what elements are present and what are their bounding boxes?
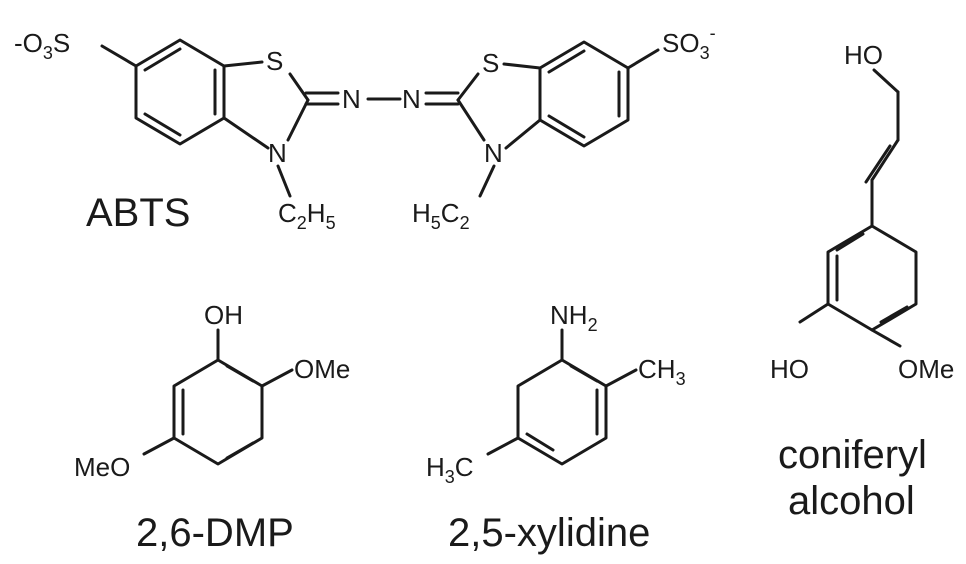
- abts-right-benzene-ring: [538, 40, 630, 148]
- coniferyl-hydroxyl-top-label: HO: [844, 40, 883, 70]
- abts-left-thiazole-ring: [222, 60, 340, 150]
- abts-right-ethyl-bond: [478, 164, 496, 198]
- xylidine-methyl-left-label: H3C: [426, 452, 474, 487]
- xylidine-amine-label: NH2: [550, 300, 598, 335]
- coniferyl-methoxy-bond: [870, 328, 902, 348]
- abts-right-sulfonate-label: SO3-: [662, 23, 716, 63]
- xylidine-methyl-left-bond: [486, 436, 520, 456]
- abts-right-ethyl-label: H5C2: [412, 198, 470, 233]
- abts-name-label: ABTS: [86, 191, 190, 235]
- abts-structure: -O3S S N N N S N SO3- C2H5 H5C2 ABTS: [14, 23, 716, 235]
- dmp-benzene-ring: [172, 358, 264, 466]
- abts-left-sulfonate-label: -O3S: [14, 28, 70, 63]
- abts-left-sulfur-label: S: [266, 46, 283, 76]
- abts-left-ethyl-bond: [276, 164, 292, 198]
- coniferyl-name-line2: alcohol: [788, 479, 915, 523]
- dmp-methoxy-left-bond: [142, 436, 176, 456]
- coniferyl-hydroxyl-ring-label: HO: [770, 354, 809, 384]
- coniferyl-ring-hydroxyl-bond: [798, 302, 830, 324]
- coniferyl-benzene-ring: [826, 224, 918, 332]
- abts-left-benzene-ring: [134, 38, 226, 146]
- abts-right-thiazole-ring: [456, 62, 542, 150]
- dmp-hydroxyl-label: OH: [204, 300, 243, 330]
- dmp-structure: OH OMe MeO 2,6-DMP: [74, 300, 350, 555]
- dmp-methoxy-right-bond: [260, 368, 294, 388]
- abts-right-sulfonate-bond: [626, 48, 660, 70]
- abts-right-sulfur-label: S: [482, 48, 499, 78]
- dmp-methoxy-right-label: OMe: [294, 354, 350, 384]
- coniferyl-name-line1: coniferyl: [778, 433, 927, 477]
- xylidine-methyl-right-bond: [604, 368, 638, 388]
- xylidine-methyl-right-label: CH3: [638, 354, 686, 389]
- coniferyl-structure: HO HO OMe coniferyl alcohol: [770, 40, 954, 523]
- coniferyl-side-chain: [864, 68, 900, 228]
- coniferyl-methoxy-label: OMe: [898, 354, 954, 384]
- abts-left-ethyl-label: C2H5: [278, 198, 336, 233]
- abts-azine-nitrogen-2-label: N: [402, 84, 421, 114]
- abts-left-nitrogen-label: N: [268, 138, 287, 168]
- abts-azine-nitrogen-1-label: N: [342, 84, 361, 114]
- xylidine-structure: NH2 CH3 H3C 2,5-xylidine: [426, 300, 686, 555]
- abts-azine-bridge: [366, 91, 460, 106]
- abts-left-sulfonate-bond: [100, 44, 138, 68]
- dmp-methoxy-left-label: MeO: [74, 452, 130, 482]
- xylidine-benzene-ring: [516, 358, 608, 466]
- dmp-name-label: 2,6-DMP: [136, 511, 294, 555]
- xylidine-name-label: 2,5-xylidine: [448, 511, 650, 555]
- abts-right-nitrogen-label: N: [484, 138, 503, 168]
